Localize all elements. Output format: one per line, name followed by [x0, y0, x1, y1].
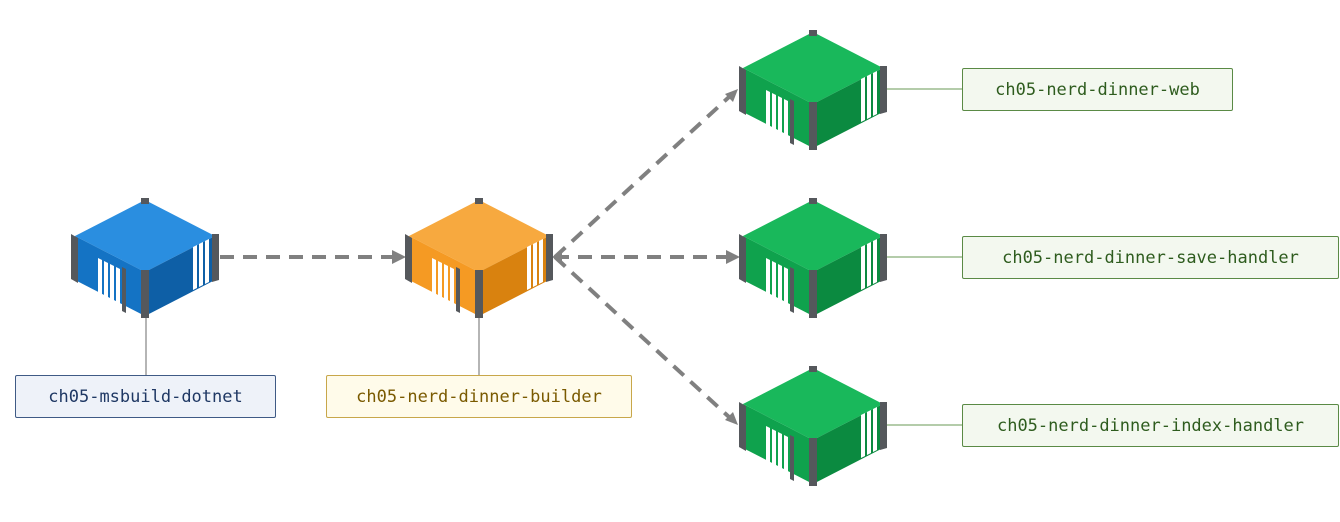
node-label-save-handler: ch05-nerd-dinner-save-handler: [962, 236, 1339, 279]
node-label-web: ch05-nerd-dinner-web: [962, 68, 1233, 111]
arrowhead-save-handler: [726, 250, 740, 264]
arrows: [220, 95, 731, 419]
shipping-container-icon: [739, 198, 887, 318]
arrowheads: [392, 89, 740, 425]
node-label-index-handler: ch05-nerd-dinner-index-handler: [962, 404, 1339, 447]
shipping-container-icon: [405, 198, 553, 318]
shipping-container-icon: [71, 198, 219, 318]
node-label-builder: ch05-nerd-dinner-builder: [326, 375, 632, 418]
connector-lines-green: [886, 88, 962, 426]
arrowhead-index-handler: [725, 412, 738, 425]
shipping-container-icon: [739, 30, 887, 150]
shipping-container-icon: [739, 366, 887, 486]
arrow-origin-marker: [552, 251, 562, 263]
node-label-msbuild: ch05-msbuild-dotnet: [15, 375, 276, 418]
arrow-builder-to-web: [553, 95, 731, 259]
arrow-builder-to-index-handler: [553, 255, 731, 419]
connector-lines: [145, 318, 480, 375]
arrowhead-web: [725, 89, 738, 102]
arrowhead-builder: [392, 250, 406, 264]
